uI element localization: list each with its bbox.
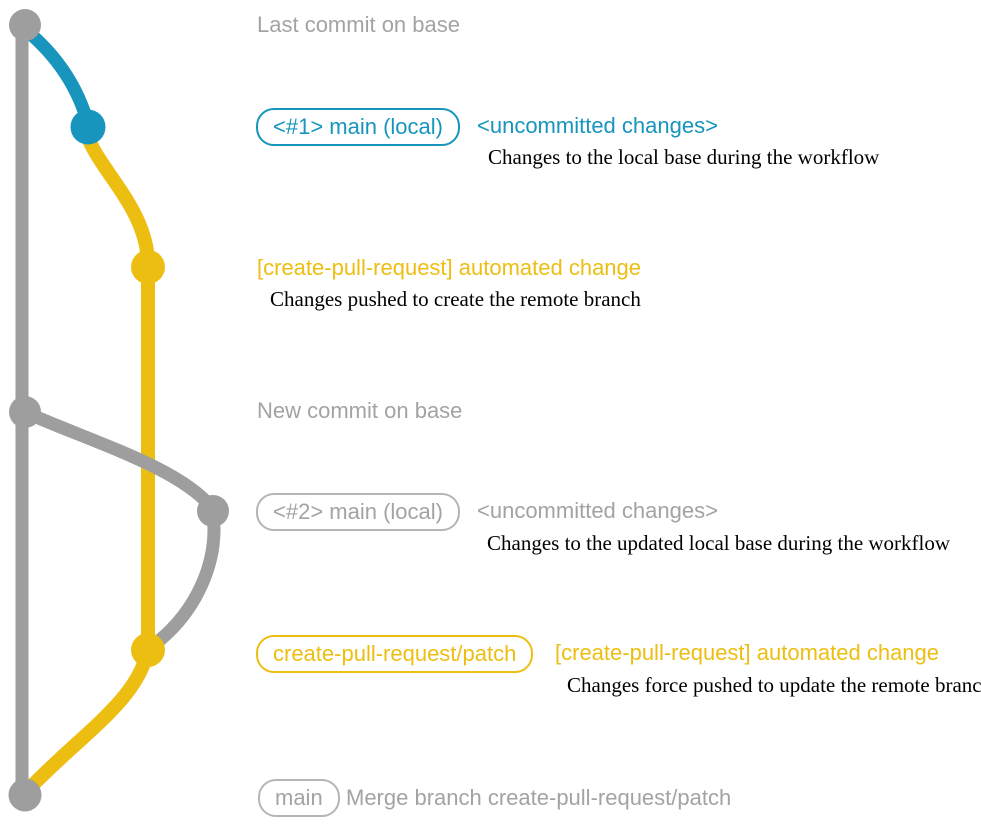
merge-commit-title: Merge branch create-pull-request/patch [346,785,732,810]
last-commit-label: Last commit on base [257,12,460,37]
commit-dot-local-main-1 [70,109,106,145]
branch-badge-main-local-1: <#1> main (local) [256,108,460,146]
commit-description-1: Changes to the local base during the wor… [488,145,880,169]
local-main-1-branch-line [21,25,95,126]
commit-title-uncommitted-1: <uncommitted changes> [477,113,718,138]
local-main-2-branch-out-line [24,407,218,513]
branch-badge-create-pull-request-patch: create-pull-request/patch [256,635,534,673]
pull-request-branch-curve-top [82,137,155,266]
commit-dot-automated-change-1 [131,250,165,284]
commit-dot-last-base [9,9,41,41]
commit-dot-new-base [9,396,41,428]
local-main-2-branch-in-line [147,513,221,653]
branch-badge-main-local-2: <#2> main (local) [256,493,460,531]
commit-title-automated-2: [create-pull-request] automated change [555,640,940,665]
commit-dot-automated-change-2 [131,633,165,667]
commit-dot-local-main-2 [197,495,229,527]
commit-description-4: Changes force pushed to update the remot… [567,673,981,697]
commit-description-2: Changes pushed to create the remote bran… [270,287,641,311]
new-commit-label: New commit on base [257,398,463,423]
commit-dot-merge [8,778,42,812]
commit-title-uncommitted-2: <uncommitted changes> [477,498,718,523]
branch-badge-main: main [258,779,340,817]
commit-description-3: Changes to the updated local base during… [487,531,951,555]
commit-title-automated-1: [create-pull-request] automated change [257,255,642,280]
merge-branch-curve [21,651,154,796]
